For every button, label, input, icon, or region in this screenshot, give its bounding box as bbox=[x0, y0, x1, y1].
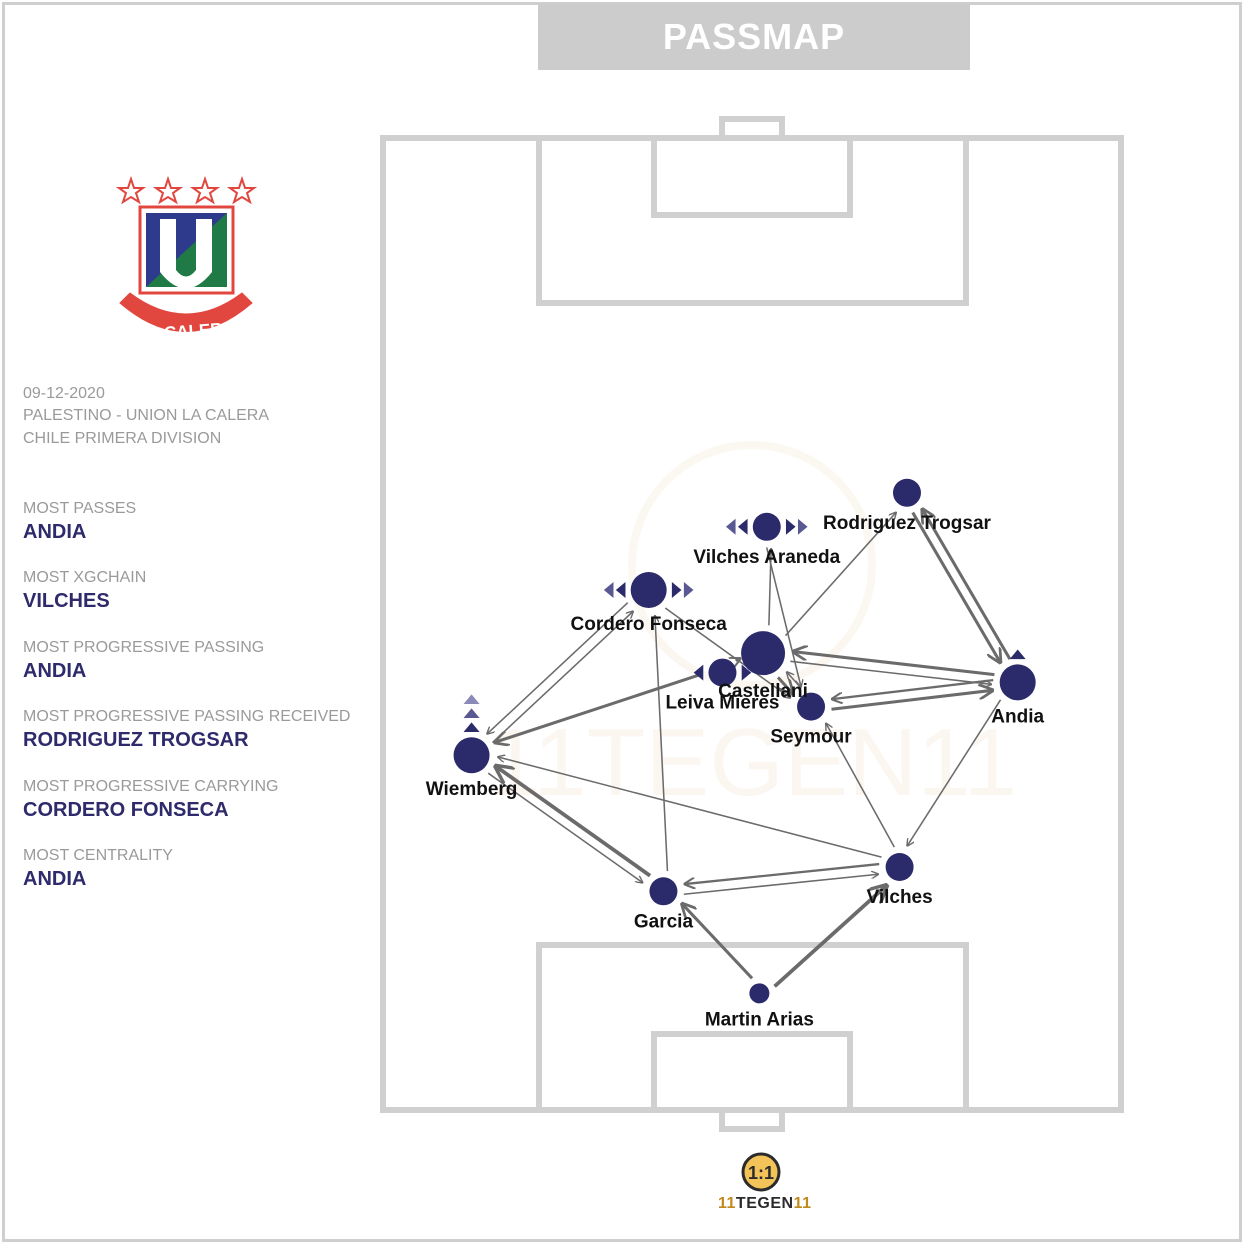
player-node-garcia bbox=[649, 877, 678, 906]
leiva-mieres-carry-left-marker bbox=[693, 664, 704, 681]
wiemberg-progressive-pass-marker bbox=[463, 708, 480, 719]
brand-label: TEGEN bbox=[735, 1195, 794, 1212]
cordero-fonseca-carry-left-marker bbox=[615, 581, 626, 598]
player-label-vilches-araneda: Vilches Araneda bbox=[693, 547, 840, 568]
player-node-martin-arias bbox=[749, 983, 770, 1004]
match-date: 09-12-2020 bbox=[23, 385, 105, 402]
pass-edge-andia-to-seymour bbox=[832, 679, 994, 699]
player-node-wiemberg bbox=[453, 737, 490, 774]
player-node-rodriguez-trogsar bbox=[892, 478, 921, 507]
pass-edge-andia-to-rodriguez-trogsar bbox=[922, 509, 1012, 660]
star-icons bbox=[115, 175, 258, 205]
svg-text:11TEGEN11: 11TEGEN11 bbox=[487, 709, 1017, 816]
cordero-fonseca-carry-right-marker bbox=[671, 581, 682, 598]
cordero-fonseca-carry-right-marker bbox=[683, 581, 694, 598]
bottom-goal-box bbox=[651, 1031, 853, 1113]
pass-edge-leiva-mieres-to-wiemberg bbox=[495, 672, 703, 742]
pass-edge-castellani-to-rodriguez-trogsar bbox=[784, 512, 896, 637]
pass-edge-vilches-araneda-to-seymour bbox=[765, 547, 801, 686]
pass-edge-cordero-fonseca-to-seymour bbox=[664, 607, 790, 698]
player-node-vilches-araneda bbox=[752, 512, 781, 541]
player-label-wiemberg: Wiemberg bbox=[426, 779, 518, 800]
pass-edge-vilches-to-seymour bbox=[826, 723, 895, 848]
action-markers bbox=[463, 518, 1026, 733]
stat-value: ANDIA bbox=[23, 521, 87, 543]
pass-edge-rodriguez-trogsar-to-andia bbox=[911, 511, 1001, 663]
pitch bbox=[380, 116, 1124, 1132]
wiemberg-progressive-pass-marker bbox=[463, 722, 480, 733]
pass-edge-cordero-fonseca-to-wiemberg bbox=[487, 602, 629, 734]
wiemberg-progressive-pass-marker bbox=[463, 694, 480, 705]
top-goal-box bbox=[651, 135, 853, 218]
brand-logo: 1:1 bbox=[741, 1152, 781, 1192]
bottom-goal bbox=[719, 1107, 785, 1132]
stat-label: MOST PROGRESSIVE PASSING RECEIVED bbox=[23, 708, 351, 725]
pass-edge-andia-to-castellani bbox=[793, 652, 995, 677]
pitch-outline bbox=[380, 135, 1124, 1113]
watermark: 11TEGEN11 bbox=[487, 441, 1017, 816]
vilches-araneda-carry-right-marker bbox=[785, 518, 796, 535]
player-label-castellani: Castellani bbox=[718, 681, 808, 702]
cordero-fonseca-carry-left-marker bbox=[603, 581, 614, 598]
pass-edge-garcia-to-vilches bbox=[683, 874, 878, 895]
player-label-leiva-mieres: Leiva Mieres bbox=[665, 693, 779, 714]
pass-edge-martin-arias-to-vilches bbox=[773, 885, 887, 988]
brand-text: 11TEGEN11 bbox=[718, 1195, 812, 1212]
pass-edge-seymour-to-andia bbox=[831, 690, 992, 711]
pass-edge-vilches-to-garcia bbox=[685, 862, 880, 884]
player-label-vilches: Vilches bbox=[866, 887, 932, 908]
player-label-rodriguez-trogsar: Rodriguez Trogsar bbox=[823, 513, 991, 534]
player-label-seymour: Seymour bbox=[770, 727, 852, 748]
stat-value: ANDIA bbox=[23, 660, 87, 682]
leiva-mieres-carry-right-marker bbox=[741, 664, 752, 681]
pass-edge-wiemberg-to-cordero-fonseca bbox=[491, 611, 634, 744]
stat-label: MOST CENTRALITY bbox=[23, 847, 173, 864]
player-label-andia: Andia bbox=[991, 706, 1044, 727]
player-nodes bbox=[453, 478, 1036, 1004]
pass-edge-garcia-to-cordero-fonseca bbox=[655, 616, 669, 872]
stat-label: MOST PROGRESSIVE CARRYING bbox=[23, 778, 279, 795]
stat-label: MOST PROGRESSIVE PASSING bbox=[23, 639, 265, 656]
pass-edge-garcia-to-wiemberg bbox=[496, 766, 652, 878]
top-penalty-box bbox=[536, 135, 969, 306]
pass-edge-andia-to-vilches bbox=[907, 699, 1002, 846]
match-competition: CHILE PRIMERA DIVISION bbox=[23, 430, 222, 447]
stat-label: MOST XGCHAIN bbox=[23, 569, 147, 586]
player-label-garcia: Garcia bbox=[634, 911, 694, 932]
pass-edge-castellani-to-andia bbox=[790, 660, 991, 684]
player-node-leiva-mieres bbox=[708, 658, 737, 687]
player-node-vilches bbox=[885, 853, 914, 881]
player-node-cordero-fonseca bbox=[630, 571, 667, 608]
stat-label: MOST PASSES bbox=[23, 500, 137, 517]
pass-edge-martin-arias-to-garcia bbox=[682, 904, 754, 980]
player-node-seymour bbox=[797, 692, 826, 721]
player-node-andia bbox=[999, 664, 1036, 701]
page-title: PASSMAP bbox=[662, 15, 846, 57]
player-label-cordero-fonseca: Cordero Fonseca bbox=[571, 614, 728, 635]
pass-edge-vilches-to-wiemberg bbox=[498, 757, 882, 858]
andia-progressive-pass-marker bbox=[1009, 649, 1026, 660]
top-goal bbox=[719, 116, 785, 141]
vilches-araneda-carry-left-marker bbox=[737, 518, 748, 535]
player-label-martin-arias: Martin Arias bbox=[705, 1009, 814, 1030]
club-logo: LA CALERA bbox=[115, 175, 258, 344]
stat-value: RODRIGUEZ TROGSAR bbox=[23, 729, 249, 751]
pass-edge-wiemberg-to-garcia bbox=[487, 772, 642, 882]
vilches-araneda-carry-left-marker bbox=[725, 518, 736, 535]
player-node-castellani bbox=[741, 631, 786, 676]
stat-value: CORDERO FONSECA bbox=[23, 799, 229, 821]
stat-value: VILCHES bbox=[23, 590, 110, 612]
title-bar: PASSMAP bbox=[538, 3, 970, 70]
match-teams: PALESTINO - UNION LA CALERA bbox=[23, 407, 269, 424]
stat-value: ANDIA bbox=[23, 868, 87, 890]
pass-edges bbox=[487, 509, 1012, 988]
vilches-araneda-carry-right-marker bbox=[797, 518, 808, 535]
svg-text:1:1: 1:1 bbox=[748, 1163, 774, 1183]
